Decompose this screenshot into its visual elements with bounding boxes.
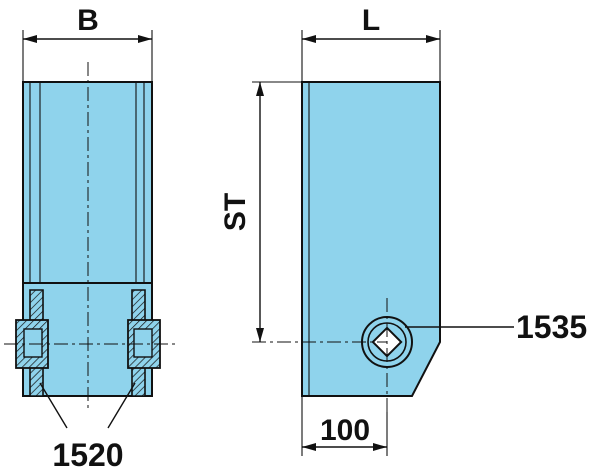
part-left-leader-1 (39, 382, 68, 429)
stroke-label: ST (219, 193, 252, 231)
width-label: B (77, 4, 99, 37)
part-left-leader-2 (107, 382, 136, 429)
offset-label: 100 (320, 414, 370, 447)
length-label: L (362, 4, 380, 37)
side-view-body (301, 81, 441, 397)
side-view: L ST 100 1535 (219, 4, 587, 456)
part-left-label: 1520 (52, 437, 123, 471)
part-right-label: 1535 (516, 309, 587, 345)
front-view: B 1520 (4, 4, 176, 471)
